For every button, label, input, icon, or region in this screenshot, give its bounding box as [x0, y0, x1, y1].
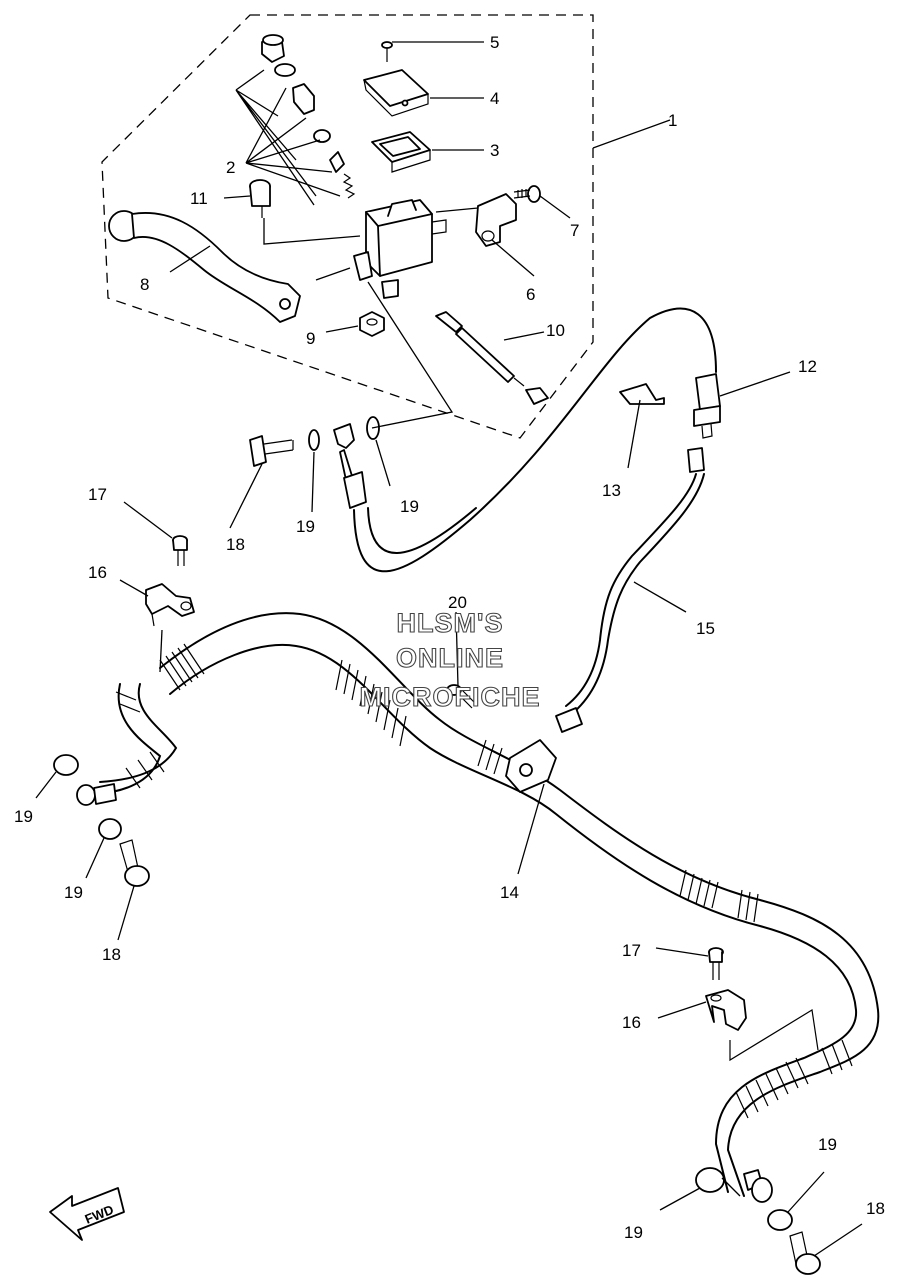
left-gasket-lower — [98, 818, 122, 840]
brake-lever — [108, 210, 301, 323]
callout-19-upper-left: 19 — [296, 517, 315, 536]
callout-19-right-top: 19 — [818, 1135, 837, 1154]
right-hose-bracket — [705, 989, 747, 1031]
left-hose-bracket — [145, 583, 195, 627]
leader-lines — [35, 41, 863, 1257]
hose-coil-5 — [735, 1039, 853, 1119]
diaphragm — [371, 131, 431, 173]
master-cylinder-body — [353, 199, 447, 299]
callout-16-right: 16 — [622, 1013, 641, 1032]
callout-9: 9 — [306, 329, 315, 348]
holder-bolt — [513, 185, 541, 203]
hose-coil-4 — [679, 869, 759, 923]
left-union-bolt — [119, 839, 150, 887]
callout-16-left: 16 — [88, 563, 107, 582]
callout-labels: 1 2 3 4 5 6 7 8 9 10 11 12 13 14 15 16 1… — [14, 33, 885, 1242]
callout-5: 5 — [490, 33, 499, 52]
callout-3: 3 — [490, 141, 499, 160]
callout-10: 10 — [546, 321, 565, 340]
callout-19-right-bottom: 19 — [624, 1223, 643, 1242]
bracket-indicator — [729, 1009, 819, 1062]
callout-17-left: 17 — [88, 485, 107, 504]
callout-4: 4 — [490, 89, 499, 108]
callout-12: 12 — [798, 357, 817, 376]
callout-18-left: 18 — [102, 945, 121, 964]
hose-joint — [693, 373, 721, 439]
callout-19-upper-right: 19 — [400, 497, 419, 516]
hose-three-way-joint — [505, 707, 583, 793]
left-bracket-bolt — [172, 535, 188, 566]
left-gasket-upper — [53, 754, 79, 776]
brake-light-switch — [435, 311, 549, 405]
watermark-line-1: HLSM'S — [397, 608, 504, 638]
piston-kit — [261, 34, 356, 199]
hose-coil-2 — [335, 659, 407, 747]
watermark-line-2: ONLINE — [396, 643, 504, 673]
callout-1: 1 — [668, 111, 677, 130]
callout-20: 20 — [448, 593, 467, 612]
lever-nut — [359, 311, 385, 337]
callout-8: 8 — [140, 275, 149, 294]
joint-bolt — [446, 684, 477, 709]
upper-union-bolt — [249, 435, 294, 467]
right-banjo-fitting — [743, 1169, 773, 1203]
hose-coil-3 — [477, 739, 503, 775]
master-cylinder-holder — [475, 193, 517, 247]
upper-hose — [353, 307, 717, 573]
right-union-bolt — [789, 1231, 821, 1275]
main-brake-hose — [95, 612, 880, 1197]
forward-direction-arrow: FWD — [49, 1187, 125, 1241]
hose-clip — [619, 383, 665, 405]
assembly-boundary — [101, 14, 594, 439]
callout-19-left-top: 19 — [14, 807, 33, 826]
callout-11: 11 — [190, 189, 208, 208]
callout-7: 7 — [570, 221, 579, 240]
callout-2: 2 — [226, 158, 235, 177]
callout-6: 6 — [526, 285, 535, 304]
hose-coil-1 — [159, 643, 205, 691]
upper-banjo-fitting — [333, 423, 367, 509]
callout-18-upper: 18 — [226, 535, 245, 554]
hose-coil-6 — [115, 691, 165, 789]
lever-pivot-bolt — [249, 179, 271, 218]
brake-pipe — [565, 447, 705, 713]
callout-19-left-bottom: 19 — [64, 883, 83, 902]
callout-18-right: 18 — [866, 1199, 885, 1218]
callout-14: 14 — [500, 883, 519, 902]
cap-screw — [381, 41, 393, 62]
watermark-line-3: MICROFICHE — [360, 682, 541, 712]
callout-17-right: 17 — [622, 941, 641, 960]
callout-13: 13 — [602, 481, 621, 500]
reservoir-cap — [363, 69, 429, 117]
left-banjo-fitting — [76, 783, 117, 806]
watermark: HLSM'S ONLINE MICROFICHE — [359, 607, 541, 712]
upper-gasket-left — [308, 429, 320, 451]
right-gasket-right — [767, 1209, 793, 1231]
right-bracket-bolt — [708, 947, 724, 980]
callout-15: 15 — [696, 619, 715, 638]
